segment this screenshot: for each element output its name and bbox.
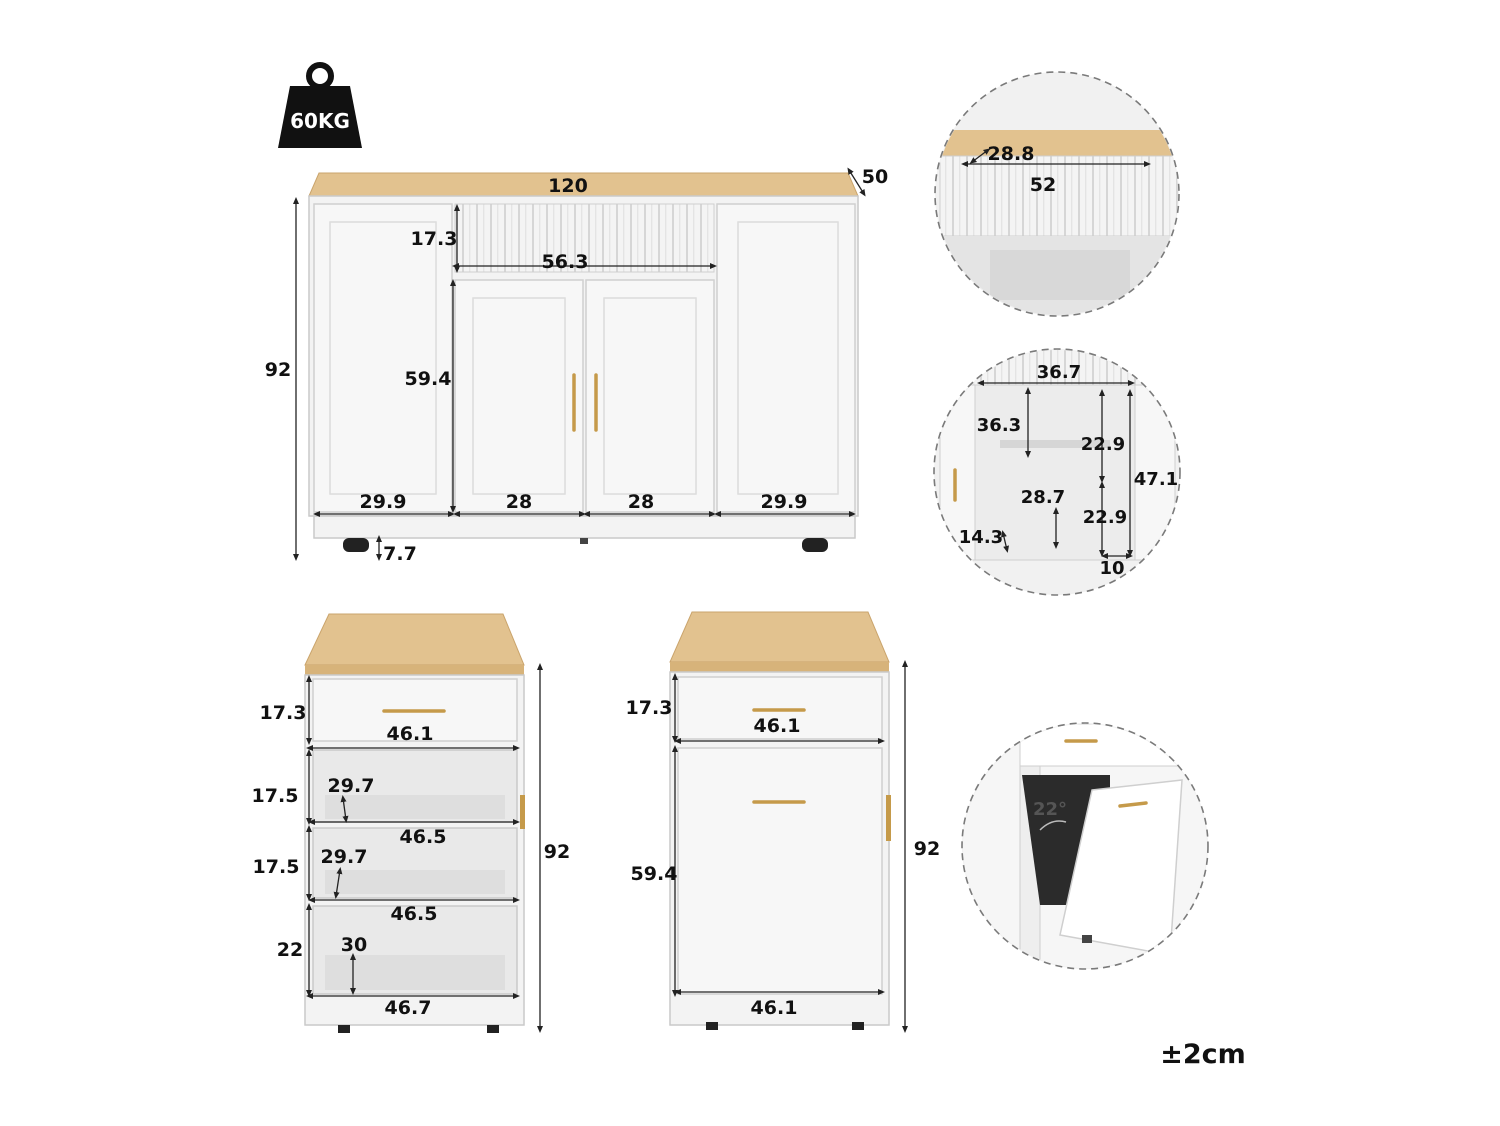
front-depth-label: 50 [862, 166, 888, 188]
trash-total-height-label: 92 [914, 838, 940, 860]
tilt-detail: 22° [961, 722, 1209, 970]
front-mid-left-width-label: 28 [506, 491, 532, 513]
interior-base-height-label: 14.3 [959, 527, 1003, 548]
shelf3-height-label: 22 [277, 939, 303, 961]
weight-label: 60KG [290, 109, 350, 133]
trash-door-height-label: 59.4 [631, 863, 678, 885]
interior-upper-height-label: 36.3 [977, 415, 1021, 436]
trash-drawer-width-label: 46.1 [754, 715, 801, 737]
interior-shelf-bottom-label: 22.9 [1083, 507, 1127, 528]
front-mid-right-width-label: 28 [628, 491, 654, 513]
front-height-label: 92 [265, 359, 291, 381]
shelf2-depth-label: 29.7 [321, 846, 368, 868]
front-width-label: 120 [548, 175, 588, 197]
front-view: 120 50 92 17.3 56.3 59.4 29.9 28 28 29.9… [265, 166, 888, 565]
shelf-bottom-width-label: 46.7 [385, 997, 432, 1019]
interior-shelf-depth-label: 28.7 [1021, 487, 1065, 508]
front-drawer-height-label: 17.3 [411, 228, 458, 250]
interior-width-label: 36.7 [1037, 362, 1081, 383]
shelf2-width-label: 46.5 [391, 903, 438, 925]
interior-detail: 36.7 36.3 22.9 47.1 28.7 22.9 14.3 10 [933, 348, 1181, 596]
shelf-cabinet-view: 17.3 46.1 17.5 29.7 46.5 17.5 29.7 46.5 … [252, 613, 570, 1033]
front-right-door-width-label: 29.9 [761, 491, 808, 513]
trash-bottom-width-label: 46.1 [751, 997, 798, 1019]
front-door-height-label: 59.4 [405, 368, 452, 390]
shelf-total-height-label: 92 [544, 841, 570, 863]
drawer-detail-depth-label: 28.8 [988, 143, 1035, 165]
drawer-detail: 28.8 52 [934, 71, 1180, 317]
shelf3-depth-label: 30 [341, 934, 367, 956]
shelf1-width-label: 46.5 [400, 826, 447, 848]
tolerance-label: ±2cm [1160, 1039, 1246, 1070]
shelf1-depth-label: 29.7 [328, 775, 375, 797]
trash-drawer-height-label: 17.3 [626, 697, 673, 719]
front-drawer-width-label: 56.3 [542, 251, 589, 273]
shelf1-height-label: 17.5 [252, 785, 299, 807]
shelf2-height-label: 17.5 [253, 856, 300, 878]
trash-cabinet-view: 17.3 46.1 59.4 46.1 92 [626, 611, 940, 1033]
tilt-angle-label: 22° [1033, 799, 1067, 820]
drawer-detail-width-label: 52 [1030, 174, 1056, 196]
interior-side-width-label: 10 [1099, 558, 1124, 579]
shelf-drawer-height-label: 17.3 [260, 702, 307, 724]
weight-icon: 60KG [278, 62, 362, 148]
interior-shelf-top-label: 22.9 [1081, 434, 1125, 455]
front-caster-height-label: 7.7 [383, 543, 417, 565]
shelf-drawer-width-label: 46.1 [387, 723, 434, 745]
front-left-door-width-label: 29.9 [360, 491, 407, 513]
interior-total-height-label: 47.1 [1134, 469, 1178, 490]
